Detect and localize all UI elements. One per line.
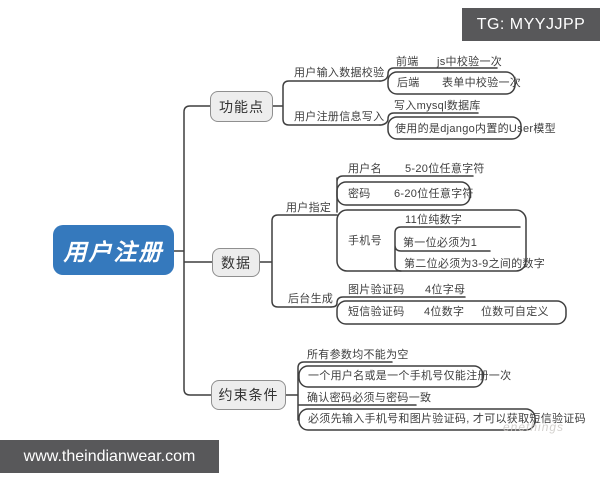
root-node-label: 用户注册: [63, 239, 164, 265]
node-constraint-not-empty: 所有参数均不能为空: [307, 349, 409, 361]
branch-data-node: 数据: [212, 248, 260, 277]
node-phone-rule-second: 第二位必须为3-9之间的数字: [404, 258, 546, 270]
root-node: 用户注册: [53, 225, 174, 275]
node-phone-rule-first: 第一位必须为1: [403, 237, 478, 249]
node-image-captcha: 图片验证码: [348, 284, 405, 296]
node-frontend-detail: js中校验一次: [437, 56, 503, 68]
website-watermark-text: www.theindianwear.com: [23, 447, 196, 465]
node-backend-detail: 表单中校验一次: [442, 77, 522, 89]
node-backend: 后端: [397, 77, 420, 89]
branch-features-node: 功能点: [210, 91, 273, 122]
branch-constraints-label: 约束条件: [218, 387, 279, 403]
node-register-write: 用户注册信息写入: [294, 111, 385, 123]
website-watermark-badge: www.theindianwear.com: [0, 440, 219, 473]
node-password-rule: 6-20位任意字符: [394, 188, 474, 200]
node-username-rule: 5-20位任意字符: [405, 163, 485, 175]
branch-features-label: 功能点: [219, 98, 264, 115]
node-phone: 手机号: [348, 235, 382, 247]
node-mysql: 写入mysql数据库: [394, 100, 481, 112]
node-sms-captcha-rule: 4位数字: [424, 306, 465, 318]
branch-data-label: 数据: [221, 254, 251, 271]
trunk-line: [173, 105, 213, 396]
node-sms-captcha: 短信验证码: [348, 306, 405, 318]
node-backend-generated: 后台生成: [288, 293, 334, 305]
faint-watermark: enethings: [503, 420, 565, 434]
node-constraint-unique: 一个用户名或是一个手机号仅能注册一次: [308, 370, 512, 382]
branch-constraints-node: 约束条件: [211, 380, 286, 410]
telegram-tag-badge: TG: MYYJJPP: [462, 8, 600, 41]
node-constraint-password-match: 确认密码必须与密码一致: [307, 392, 432, 404]
node-input-validation: 用户输入数据校验: [294, 67, 385, 79]
node-user-specified: 用户指定: [286, 202, 332, 214]
node-sms-captcha-note: 位数可自定义: [481, 306, 549, 318]
node-image-captcha-rule: 4位字母: [425, 284, 466, 296]
node-phone-rule-digits: 11位纯数字: [405, 214, 463, 226]
node-username: 用户名: [348, 163, 382, 175]
telegram-tag-text: TG: MYYJJPP: [476, 15, 586, 33]
node-django-user-model: 使用的是django内置的User模型: [395, 123, 556, 135]
node-password: 密码: [348, 188, 371, 200]
node-constraint-sms-order: 必须先输入手机号和图片验证码, 才可以获取短信验证码: [308, 413, 586, 425]
node-frontend: 前端: [396, 56, 419, 68]
